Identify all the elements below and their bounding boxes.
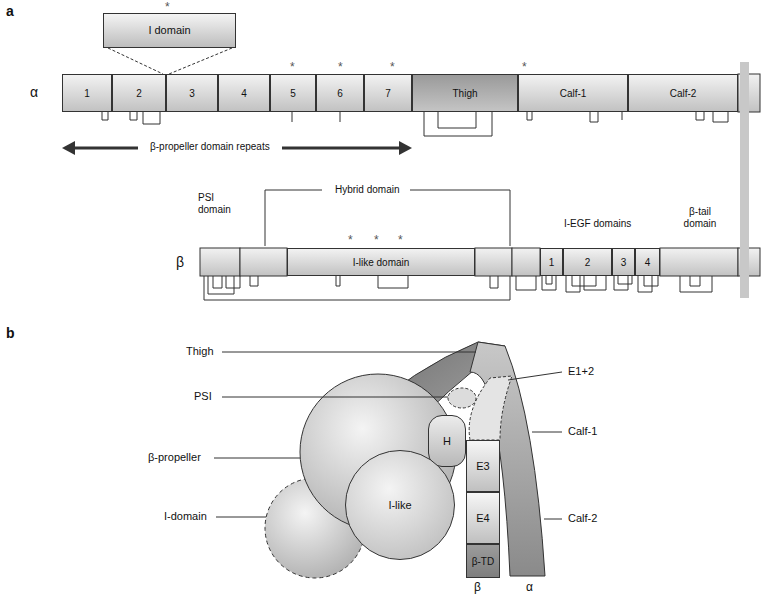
domain-box: I domain: [103, 13, 236, 48]
text-label: Thigh: [186, 345, 214, 358]
text-label: PSI: [194, 390, 212, 403]
domain-label: E4: [476, 512, 489, 524]
membrane-band: [740, 62, 749, 298]
domain-label: 6: [337, 88, 343, 99]
domain-box: H: [428, 415, 466, 467]
domain-box: 1: [62, 74, 112, 112]
asterisk-mark: *: [390, 60, 395, 74]
domain-bracket: [265, 190, 322, 246]
asterisk-mark: *: [338, 60, 343, 74]
domain-box: 5: [270, 74, 316, 112]
asterisk-mark: *: [348, 233, 353, 247]
domain-label: 4: [645, 257, 651, 268]
domain-label: 1: [549, 257, 555, 268]
asterisk-mark: *: [522, 60, 527, 74]
domain-label: 3: [189, 88, 195, 99]
beta-segment: [200, 248, 240, 276]
domain-box: Calf-1: [518, 74, 628, 112]
domain-box: Calf-2: [628, 74, 738, 112]
domain-label: 2: [136, 88, 142, 99]
text-label: E1+2: [568, 365, 594, 378]
range-arrow: [282, 147, 402, 150]
domain-box: β-TD: [466, 544, 500, 578]
asterisk-mark: *: [165, 0, 170, 14]
domain-bracket: [410, 190, 510, 246]
domain-box: 6: [316, 74, 364, 112]
domain-box: 2: [563, 248, 612, 276]
domain-box: Thigh: [412, 74, 518, 112]
text-label: Hybrid domain: [335, 184, 399, 196]
domain-box: I-like domain: [287, 248, 475, 276]
text-label: Calf-1: [568, 425, 597, 438]
domain-label: 7: [385, 88, 391, 99]
domain-box: 3: [612, 248, 635, 276]
text-label: β-propeller domain repeats: [150, 141, 270, 153]
asterisk-mark: *: [290, 60, 295, 74]
domain-label: H: [443, 435, 451, 447]
text-label: a: [6, 3, 14, 20]
domain-box: 4: [218, 74, 270, 112]
beta-segment: [240, 248, 287, 276]
text-label: I-EGF domains: [564, 218, 631, 230]
domain-label: Calf-2: [670, 88, 697, 99]
beta-segment: [475, 248, 512, 276]
domain-box: E4: [466, 492, 500, 544]
text-label: b: [6, 325, 15, 342]
text-label: Calf-2: [568, 512, 597, 525]
range-arrow: [72, 147, 138, 150]
text-label: β: [474, 580, 481, 594]
domain-label: Calf-1: [560, 88, 587, 99]
text-label: I-domain: [164, 510, 207, 523]
domain-label: I-like domain: [353, 257, 410, 268]
domain-box: I-like: [345, 450, 455, 560]
domain-label: E3: [476, 460, 489, 472]
arrow-head: [62, 141, 75, 155]
domain-label: Thigh: [452, 88, 477, 99]
domain-box: 3: [166, 74, 218, 112]
asterisk-mark: *: [374, 233, 379, 247]
text-label: β-propeller: [148, 451, 201, 464]
psi-domain: [448, 388, 476, 408]
domain-label: 1: [84, 88, 90, 99]
insertion-line: [108, 48, 232, 74]
disulfide-bond: [204, 276, 712, 300]
domain-box: 4: [635, 248, 660, 276]
domain-box: 7: [364, 74, 412, 112]
domain-box: 2: [112, 74, 166, 112]
disulfide-bond: [102, 112, 728, 136]
text-label: α: [30, 84, 38, 101]
egf-1-2-domain: [469, 376, 512, 440]
text-label: β-tail domain: [677, 206, 723, 230]
domain-label: 4: [241, 88, 247, 99]
arrow-head: [399, 141, 412, 155]
text-label: α: [526, 580, 533, 594]
asterisk-mark: *: [398, 233, 403, 247]
beta-segment: [660, 248, 738, 276]
domain-label: I-like: [388, 499, 411, 511]
beta-segment: [512, 248, 540, 276]
domain-box: E3: [466, 440, 500, 492]
domain-label: 2: [585, 257, 591, 268]
domain-label: 5: [290, 88, 296, 99]
domain-label: β-TD: [472, 556, 494, 567]
text-label: β: [176, 254, 184, 271]
domain-label: I domain: [148, 24, 190, 36]
text-label: PSI domain: [198, 192, 242, 216]
domain-label: 3: [621, 257, 627, 268]
domain-box: 1: [540, 248, 563, 276]
